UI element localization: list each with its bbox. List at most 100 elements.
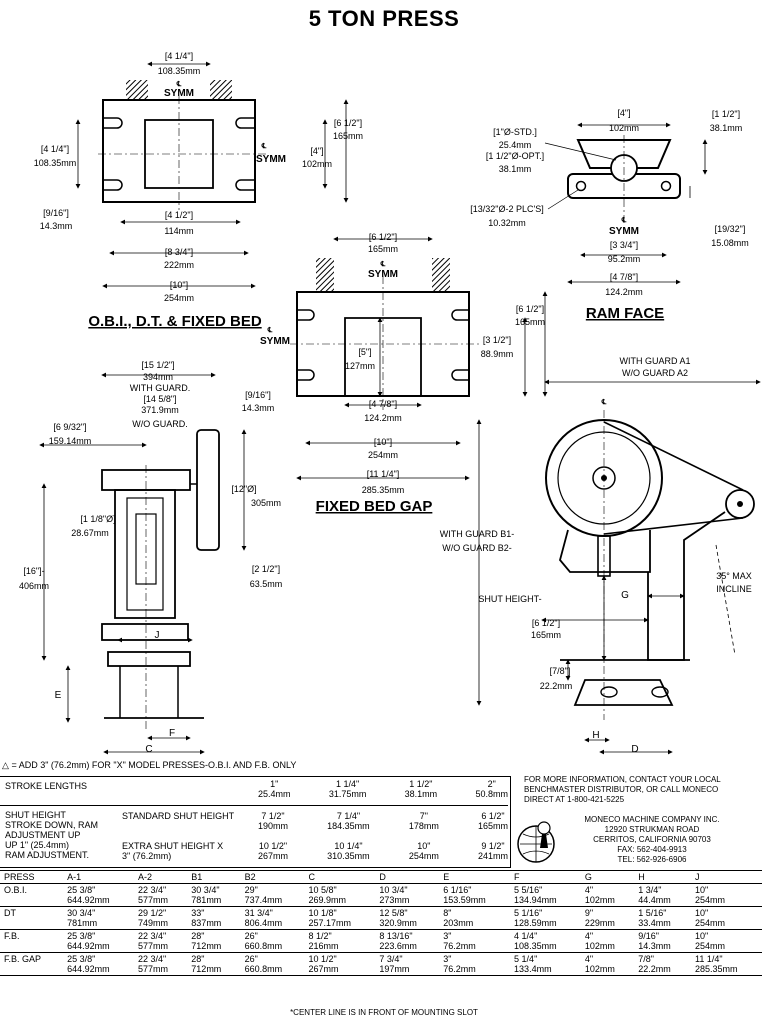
- svg-text:[4 1/4"]: [4 1/4"]: [41, 144, 69, 154]
- svg-text:[7/8"]: [7/8"]: [550, 666, 571, 676]
- svg-text:WITH GUARD.: WITH GUARD.: [130, 383, 191, 393]
- svg-text:W/O GUARD.: W/O GUARD.: [132, 419, 188, 429]
- svg-text:63.5mm: 63.5mm: [250, 579, 283, 589]
- svg-text:159.14mm: 159.14mm: [49, 436, 92, 446]
- svg-text:℄: ℄: [621, 216, 627, 224]
- table-row: F.B. 25 3/8"644.92mm 22 3/4"577mm 28"712…: [0, 929, 762, 953]
- svg-text:127mm: 127mm: [345, 361, 375, 371]
- svg-text:[4"]: [4"]: [617, 108, 630, 118]
- ram-face-view: [4"] 102mm [1 1/2"] 38.1mm [1"Ø-STD.] 25…: [470, 108, 748, 322]
- svg-text:[6 9/32"]: [6 9/32"]: [53, 422, 86, 432]
- svg-text:D: D: [631, 744, 638, 755]
- stroke-cols: 1"25.4mm 1 1/4"31.75mm 1 1/2"38.1mm 2"50…: [258, 779, 508, 799]
- table-row: DT 30 3/4"781mm 29 1/2"749mm 33"837mm 31…: [0, 906, 762, 930]
- ram-section-title: RAM FACE: [586, 305, 664, 322]
- svg-text:℄: ℄: [601, 398, 607, 406]
- drawings: [4 1/4"] 108.35mm ℄ SYMM [4 1/4"] 108.35…: [19, 51, 761, 755]
- svg-text:F: F: [169, 728, 175, 739]
- fixed-bed-gap-view: [6 1/2"] 165mm ℄ SYMM ℄ SYMM [6 1/2"] 16…: [242, 232, 548, 515]
- svg-text:22.2mm: 22.2mm: [540, 681, 573, 691]
- stroke-header: STROKE LENGTHS: [5, 781, 88, 791]
- svg-text:88.9mm: 88.9mm: [481, 349, 514, 359]
- stroke-col: 1"25.4mm: [258, 779, 291, 799]
- obi-section-title: O.B.I., D.T. & FIXED BED: [88, 313, 262, 330]
- front-frame: [114, 489, 176, 619]
- svg-text:SYMM: SYMM: [260, 336, 290, 347]
- svg-text:H: H: [592, 730, 599, 741]
- svg-text:C: C: [145, 744, 152, 755]
- svg-text:14.3mm: 14.3mm: [242, 403, 275, 413]
- std-shut-label: STANDARD SHUT HEIGHT: [122, 811, 235, 821]
- svg-text:[2 1/2"]: [2 1/2"]: [252, 564, 280, 574]
- svg-text:38.1mm: 38.1mm: [710, 123, 743, 133]
- svg-text:[3 3/4"]: [3 3/4"]: [610, 240, 638, 250]
- svg-text:124.2mm: 124.2mm: [364, 413, 402, 423]
- svg-text:[1"Ø-STD.]: [1"Ø-STD.]: [493, 127, 537, 137]
- svg-text:28.67mm: 28.67mm: [71, 528, 109, 538]
- stroke-col: 1 1/4"31.75mm: [328, 779, 367, 799]
- svg-text:95.2mm: 95.2mm: [608, 254, 641, 264]
- svg-text:[4 7/8"]: [4 7/8"]: [369, 399, 397, 409]
- svg-text:10.32mm: 10.32mm: [488, 218, 526, 228]
- svg-text:165mm: 165mm: [531, 630, 561, 640]
- svg-text:[10"]: [10"]: [170, 280, 188, 290]
- side-view: WITH GUARD A1 W/O GUARD A2 ℄ WITH GUARD …: [440, 356, 761, 755]
- svg-text:[11 1/4"]: [11 1/4"]: [367, 469, 400, 479]
- stroke-col: 1 1/2"38.1mm: [404, 779, 438, 799]
- contact-info: FOR MORE INFORMATION, CONTACT YOUR LOCAL…: [524, 775, 721, 804]
- svg-text:SYMM: SYMM: [368, 269, 398, 280]
- svg-text:14.3mm: 14.3mm: [40, 221, 73, 231]
- svg-text:SYMM: SYMM: [256, 154, 286, 165]
- front-view: [15 1/2"] 394mm WITH GUARD. [14 5/8"] 37…: [19, 360, 282, 755]
- std-shut-values: 7 1/2"190mm 7 1/4"184.35mm 7"178mm 6 1/2…: [258, 811, 508, 831]
- svg-text:[3 1/2"]: [3 1/2"]: [483, 335, 511, 345]
- svg-text:J: J: [155, 630, 160, 641]
- hatch-right: [210, 80, 232, 100]
- svg-text:W/O GUARD B2-: W/O GUARD B2-: [442, 543, 512, 553]
- svg-text:INCLINE: INCLINE: [716, 584, 752, 594]
- svg-text:℄: ℄: [380, 260, 386, 268]
- svg-text:SHUT HEIGHT-: SHUT HEIGHT-: [478, 594, 541, 604]
- svg-text:[6 1/2"]: [6 1/2"]: [532, 618, 560, 628]
- obi-bed-view: [4 1/4"] 108.35mm ℄ SYMM [4 1/4"] 108.35…: [34, 51, 363, 330]
- svg-text:102mm: 102mm: [609, 123, 639, 133]
- svg-text:W/O GUARD A2: W/O GUARD A2: [622, 368, 688, 378]
- table-row: F.B. GAP 25 3/8"644.92mm 22 3/4"577mm 28…: [0, 952, 762, 976]
- svg-text:394mm: 394mm: [143, 372, 173, 382]
- svg-text:[5"]: [5"]: [358, 347, 371, 357]
- stroke-table-box: STROKE LENGTHS 1"25.4mm 1 1/4"31.75mm 1 …: [0, 776, 511, 868]
- svg-text:[8 3/4"]: [8 3/4"]: [165, 247, 193, 257]
- add-note: △ = ADD 3" (76.2mm) FOR "X" MODEL PRESSE…: [2, 760, 297, 770]
- svg-text:[1 1/2"Ø-OPT.]: [1 1/2"Ø-OPT.]: [486, 151, 544, 161]
- svg-text:SYMM: SYMM: [609, 226, 639, 237]
- svg-text:114mm: 114mm: [164, 226, 193, 236]
- gap-section-title: FIXED BED GAP: [316, 498, 433, 515]
- svg-text:SYMM: SYMM: [164, 88, 194, 99]
- moneco-logo: [514, 816, 564, 866]
- stroke-col: 2"50.8mm: [475, 779, 508, 799]
- svg-text:[10"]: [10"]: [374, 437, 392, 447]
- svg-text:℄: ℄: [261, 142, 267, 150]
- ext-shut-values: 10 1/2"267mm 10 1/4"310.35mm 10"254mm 9 …: [258, 841, 508, 861]
- svg-text:102mm: 102mm: [302, 159, 332, 169]
- svg-text:[4 7/8"]: [4 7/8"]: [610, 272, 638, 282]
- svg-text:E: E: [55, 690, 62, 701]
- svg-text:165mm: 165mm: [368, 244, 398, 254]
- svg-text:222mm: 222mm: [164, 260, 194, 270]
- svg-text:38.1mm: 38.1mm: [499, 164, 532, 174]
- svg-text:305mm: 305mm: [251, 498, 281, 508]
- svg-text:15.08mm: 15.08mm: [711, 238, 749, 248]
- svg-text:254mm: 254mm: [368, 450, 398, 460]
- flywheel: [196, 429, 220, 551]
- svg-text:165mm: 165mm: [515, 317, 545, 327]
- footer-note: *CENTER LINE IS IN FRONT OF MOUNTING SLO…: [290, 1008, 478, 1017]
- svg-text:[9/16"]: [9/16"]: [245, 390, 271, 400]
- svg-text:406mm: 406mm: [19, 581, 49, 591]
- triangle-icon: △: [2, 760, 9, 770]
- svg-text:[9/16"]: [9/16"]: [43, 208, 69, 218]
- svg-text:165mm: 165mm: [333, 131, 363, 141]
- svg-text:G: G: [621, 590, 629, 601]
